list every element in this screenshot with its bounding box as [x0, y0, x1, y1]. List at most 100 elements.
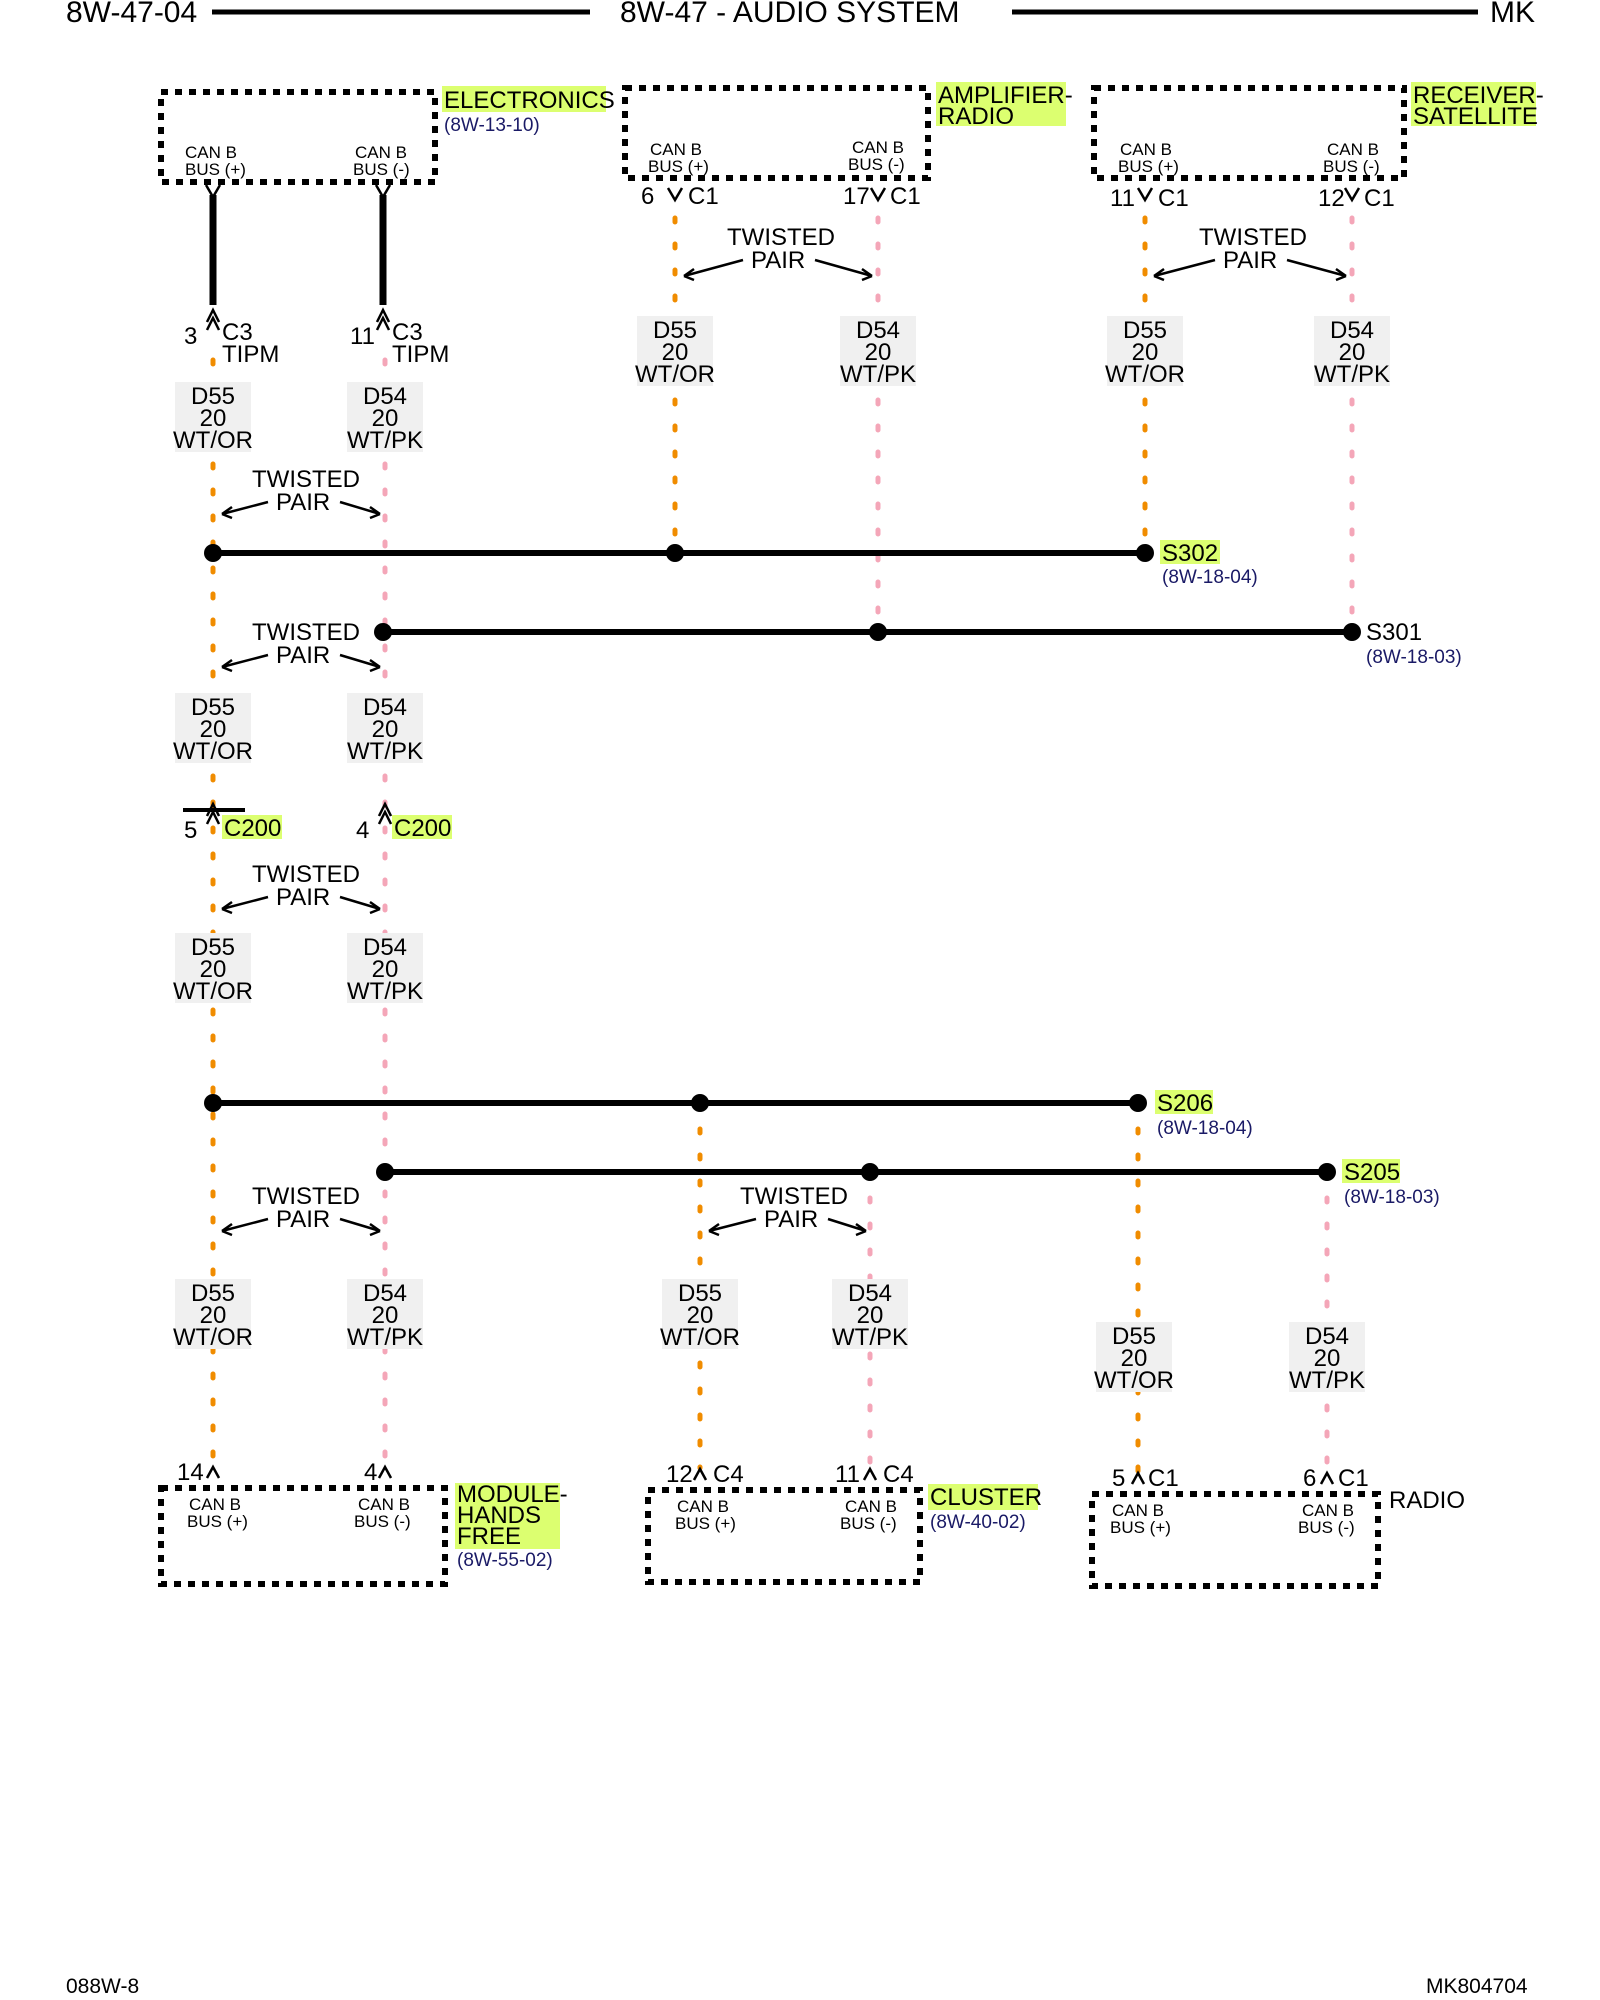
splice-node: [376, 1163, 394, 1181]
connector-highlight: [222, 815, 282, 839]
splice-s206: S206 (8W-18-04): [204, 1090, 1253, 1139]
wire-color: WT/PK: [347, 427, 423, 454]
module-highlight: [936, 82, 1066, 126]
wire-color: WT/PK: [1289, 1367, 1365, 1394]
module-amplifier-name-2: RADIO: [938, 103, 1014, 130]
male-terminal-icon: [1130, 1470, 1146, 1485]
wire-circuit: D55: [191, 1280, 235, 1307]
wire-circuit: D54: [363, 383, 407, 410]
module-cluster-ref: (8W-40-02): [930, 1512, 1026, 1533]
vehicle-code: MK: [1490, 0, 1535, 29]
connector-location: TIPM: [392, 341, 449, 368]
module-amplifier-name-1: AMPLIFIER-: [938, 82, 1073, 109]
pin-can-label: CAN B: [358, 1495, 410, 1514]
module-box: [158, 1485, 448, 1587]
splice-s205: S205 (8W-18-03): [376, 1159, 1440, 1208]
module-highlight: [442, 86, 606, 112]
pin-can-label: CAN B: [650, 140, 702, 159]
arrow-icon: [221, 653, 269, 673]
twisted-pair-note: TWISTED PAIR: [708, 1183, 867, 1237]
arrow-icon: [708, 1217, 757, 1237]
wire-circuit: D55: [191, 934, 235, 961]
pin-number: 12: [1318, 185, 1345, 212]
wire-color: WT/PK: [1314, 361, 1390, 388]
wire-gauge: 20: [200, 956, 227, 983]
wire-label-bg: [175, 933, 251, 1003]
wire-label-bg: [1107, 316, 1183, 386]
wire-circuit: D54: [1305, 1323, 1349, 1350]
module-handsfree-ref: (8W-55-02): [457, 1550, 553, 1571]
wire-label-bg: [840, 316, 916, 386]
module-electronics: ELECTRONICS (8W-13-10) CAN B BUS (+) CAN…: [158, 86, 615, 200]
wire-label-bg: [347, 1279, 423, 1349]
splice-s302: S302 (8W-18-04): [204, 540, 1258, 588]
arrow-icon: [221, 500, 269, 520]
pin-bus-pos-label: BUS (+): [648, 157, 709, 176]
wire-color: WT/PK: [840, 361, 916, 388]
module-amplifier-radio: AMPLIFIER- RADIO CAN B BUS (+) CAN B BUS…: [622, 82, 1073, 210]
module-handsfree-name-1: MODULE-: [457, 1481, 568, 1508]
male-terminal-icon: [375, 307, 391, 331]
twisted-pair-line2: PAIR: [764, 1206, 818, 1233]
module-handsfree-name-2: HANDS: [457, 1502, 541, 1529]
page-code: 8W-47-04: [66, 0, 197, 29]
wire-circuit: D54: [363, 694, 407, 721]
module-receiver-name-2: SATELLITE: [1413, 103, 1538, 130]
twisted-pair-line2: PAIR: [276, 884, 330, 911]
splice-s205-label: S205: [1344, 1159, 1400, 1186]
module-highlight: [1411, 82, 1536, 126]
pin-bus-pos-label: BUS (+): [1118, 157, 1179, 176]
twisted-pair-line1: TWISTED: [1199, 224, 1307, 251]
pin-bus-neg-label: BUS (-): [353, 160, 410, 179]
pin-number: 5: [1112, 1465, 1125, 1492]
splice-s206-ref: (8W-18-04): [1157, 1118, 1253, 1139]
twisted-pair-line2: PAIR: [1223, 247, 1277, 274]
wire-gauge: 20: [687, 1302, 714, 1329]
pin-can-label: CAN B: [189, 1495, 241, 1514]
wire-circuit: D55: [1123, 317, 1167, 344]
module-handsfree-name-3: FREE: [457, 1523, 521, 1550]
male-terminal-icon: [692, 1466, 708, 1481]
wire-label-d54: D54 20 WT/PK: [347, 693, 423, 765]
wire-gauge: 20: [1121, 1345, 1148, 1372]
connector-c200: 5 C200 4 C200: [183, 801, 452, 844]
pin-can-label: CAN B: [845, 1497, 897, 1516]
wire-label-bg: [175, 1279, 251, 1349]
twisted-pair-note: TWISTED PAIR: [221, 619, 381, 673]
splice-node: [861, 1163, 879, 1181]
module-electronics-ref: (8W-13-10): [444, 115, 540, 136]
pin-bus-pos-label: BUS (+): [185, 160, 246, 179]
splice-node: [666, 544, 684, 562]
wire-label-d54: D54 20 WT/PK: [1289, 1322, 1365, 1394]
module-hands-free: 14 4 CAN B BUS (+) CAN B BUS (-) MODULE-…: [158, 1459, 568, 1587]
twisted-pair-line2: PAIR: [276, 642, 330, 669]
wire-gauge: 20: [372, 716, 399, 743]
pin-number: 4: [364, 1459, 377, 1486]
wire-gauge: 20: [865, 339, 892, 366]
connector-id: C1: [1338, 1465, 1369, 1492]
wire-label-bg: [1289, 1322, 1365, 1392]
connector-id: C4: [883, 1461, 914, 1488]
wire-label-bg: [637, 316, 713, 386]
male-terminal-icon: [862, 1466, 878, 1481]
wire-gauge: 20: [1132, 339, 1159, 366]
pin-can-label: CAN B: [677, 1497, 729, 1516]
wire-label-bg: [1314, 316, 1390, 386]
female-terminal-icon: [204, 184, 222, 200]
module-radio: 5 C1 6 C1 CAN B BUS (+) CAN B BUS (-) RA…: [1089, 1465, 1465, 1589]
wire-gauge: 20: [1339, 339, 1366, 366]
twisted-pair-line1: TWISTED: [727, 224, 835, 251]
wire-circuit: D54: [363, 1280, 407, 1307]
wire-color: WT/PK: [347, 978, 423, 1005]
splice-s302-label: S302: [1162, 540, 1218, 567]
pin-number: 11: [350, 323, 375, 350]
wire-label-bg: [347, 933, 423, 1003]
pin-bus-neg-label: BUS (-): [848, 155, 905, 174]
wire-label-d55: D55 20 WT/OR: [1094, 1322, 1174, 1394]
wire-circuit: D54: [856, 317, 900, 344]
pin-number: 11: [1110, 185, 1135, 212]
twisted-pair-note: TWISTED PAIR: [221, 466, 381, 520]
arrow-icon: [827, 1217, 867, 1237]
connector-id: C1: [1158, 185, 1189, 212]
pin-can-label: CAN B: [355, 143, 407, 162]
